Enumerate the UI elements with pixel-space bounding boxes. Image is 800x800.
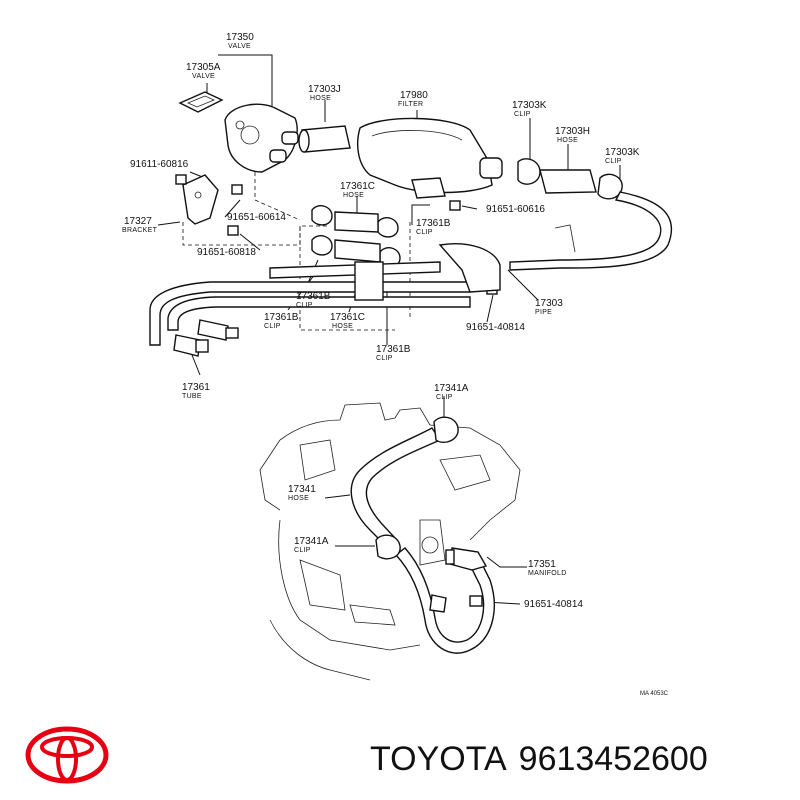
callout-17361b-left: 17361B CLIP (296, 291, 331, 309)
callout-17980: 17980 FILTER (398, 90, 428, 108)
clip-icon (311, 158, 623, 268)
part-number-title: 9613452600 (518, 740, 708, 778)
clip-icon (375, 416, 459, 560)
part-number: 91651-60616 (486, 204, 545, 215)
brand-name: TOYOTA (370, 740, 507, 778)
callout-91651-60614: 91651-60614 (227, 212, 286, 223)
lower-assembly (259, 402, 521, 681)
part-number: 91651-40814 (524, 599, 583, 610)
part-name: PIPE (535, 309, 552, 316)
callout-91651-60818: 91651-60818 (197, 247, 256, 258)
part-name: CLIP (514, 111, 531, 118)
part-number: 17303J (308, 84, 341, 95)
callout-91651-40814-upper: 91651-40814 (466, 322, 525, 333)
part-name: HOSE (310, 95, 331, 102)
callout-17303k-right: 17303K CLIP (605, 147, 640, 165)
part-name: MANIFOLD (528, 570, 567, 577)
part-number: 17361C (330, 312, 365, 323)
part-number: 17980 (400, 90, 428, 101)
part-number: 17351 (528, 559, 556, 570)
part-number: 17361B (376, 344, 411, 355)
part-name: CLIP (605, 158, 622, 165)
part-name: HOSE (332, 323, 353, 330)
part-name: FILTER (398, 101, 423, 108)
part-name: VALVE (192, 73, 215, 80)
part-name: HOSE (557, 137, 578, 144)
part-name: CLIP (294, 547, 311, 554)
callout-17361c-bottom: 17361C HOSE (330, 312, 365, 330)
brand-line: TOYOTA 9613452600 (370, 740, 720, 779)
callout-17350: 17350 VALVE (226, 32, 254, 50)
callout-17361: 17361 TUBE (182, 382, 210, 400)
part-name: HOSE (343, 192, 364, 199)
callout-17303j: 17303J HOSE (308, 84, 341, 102)
figure-code: MA 4053C (640, 691, 669, 697)
callout-91651-40814-lower: 91651-40814 (524, 599, 583, 610)
callout-91651-60616: 91651-60616 (486, 204, 545, 215)
part-name: CLIP (416, 229, 433, 236)
part-name: HOSE (288, 495, 309, 502)
callout-17341: 17341 HOSE (288, 484, 316, 502)
part-name: CLIP (436, 394, 453, 401)
part-number: 17341A (434, 383, 469, 394)
callout-17361b-mid: 17361B CLIP (264, 312, 299, 330)
upper-leader-lines (157, 54, 621, 376)
toyota-logo-icon (25, 726, 109, 784)
upper-assembly (149, 91, 673, 357)
part-name: CLIP (264, 323, 281, 330)
part-number: 91611-60816 (130, 159, 189, 170)
part-number: 17361B (416, 218, 451, 229)
part-name: TUBE (182, 393, 202, 400)
part-number: 17361B (264, 312, 299, 323)
callout-17327: 17327 BRACKET (122, 216, 158, 234)
part-number: 17303 (535, 298, 563, 309)
part-name: CLIP (296, 302, 313, 309)
part-number: 17303H (555, 126, 590, 137)
part-number: 17350 (226, 32, 254, 43)
callout-17361b-upper: 17361B CLIP (416, 218, 451, 236)
callout-91611-60816: 91611-60816 (130, 159, 189, 170)
part-number: 17361 (182, 382, 210, 393)
part-number: 17303K (512, 100, 547, 111)
part-number: 17341 (288, 484, 316, 495)
callout-17361c-top: 17361C HOSE (340, 181, 375, 199)
callout-17303h: 17303H HOSE (555, 126, 590, 144)
callout-17341a-top: 17341A CLIP (434, 383, 469, 401)
part-number: 17341A (294, 536, 329, 547)
callout-17351: 17351 MANIFOLD (528, 559, 567, 577)
part-name: CLIP (376, 355, 393, 362)
part-number: 17361B (296, 291, 331, 302)
part-number: 91651-60614 (227, 212, 286, 223)
callout-17341a-bottom: 17341A CLIP (294, 536, 329, 554)
part-number: 17361C (340, 181, 375, 192)
part-number: 17303K (605, 147, 640, 158)
part-name: BRACKET (122, 227, 158, 234)
part-number: 91651-40814 (466, 322, 525, 333)
callout-17305a: 17305A VALVE (186, 62, 221, 80)
callout-17361b-bottom: 17361B CLIP (376, 344, 411, 362)
callout-17303: 17303 PIPE (535, 298, 563, 316)
callout-17303k-top: 17303K CLIP (512, 100, 547, 118)
part-number: 17305A (186, 62, 221, 73)
part-name: VALVE (228, 43, 251, 50)
part-number: 17327 (124, 216, 152, 227)
part-number: 91651-60818 (197, 247, 256, 258)
